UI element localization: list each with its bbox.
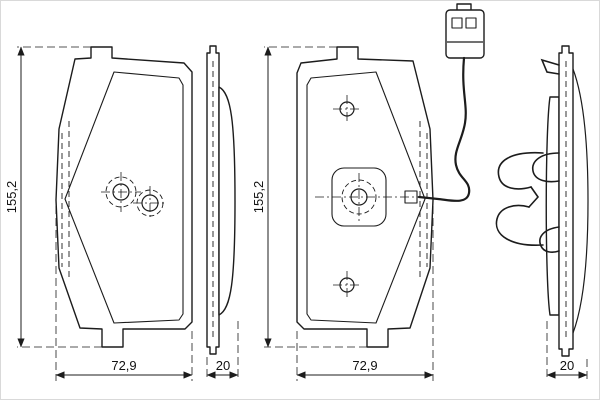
dim-pad1-width-label: 72,9 [111, 358, 136, 373]
pad2-outer-contour [296, 46, 434, 348]
dim-shim1-label: 20 [216, 358, 230, 373]
dim-shim1-thickness: 20 [206, 321, 239, 381]
sensor-connector-body [445, 9, 485, 59]
sensor-connector-pin-2 [465, 17, 477, 29]
dim-pad1-height-label: 155,2 [4, 181, 19, 214]
dim-pad2-width: 72,9 [296, 206, 434, 381]
pad1-front-view [55, 46, 193, 348]
pad1-outer-contour [55, 46, 193, 348]
dim-pad1-height: 155,2 [4, 46, 102, 348]
pad2-friction-strip [545, 96, 560, 316]
dim-pad2-width-label: 72,9 [352, 358, 377, 373]
dim-pad2-height-label: 155,2 [251, 181, 266, 214]
pad1-side-view [206, 45, 236, 355]
spring-clip-middle-bend [528, 186, 540, 208]
pad1-backplate-profile [206, 45, 220, 355]
pad2-spring-profile [572, 68, 589, 334]
spring-clip-upper-arm [497, 151, 544, 190]
dim-shim2-label: 20 [560, 358, 574, 373]
pad2-side-hook-middle [532, 152, 560, 183]
pad2-sensor-terminal [404, 190, 418, 204]
dim-shim2-thickness: 20 [546, 321, 588, 381]
pad1-friction-profile [218, 86, 236, 316]
sensor-wire [417, 56, 471, 202]
spring-clip-lower-arm [495, 204, 544, 246]
retaining-spring-clip [495, 151, 544, 246]
wear-sensor [417, 3, 485, 202]
pad2-side-hook-lower [539, 226, 560, 253]
pad2-side-hook-top [540, 58, 560, 75]
dim-pad1-width: 72,9 [55, 206, 193, 381]
pad2-front-view [296, 46, 434, 348]
pad2-friction-contour [306, 71, 426, 324]
dim-pad2-height: 155,2 [251, 46, 367, 348]
sensor-connector-pin-1 [451, 17, 463, 29]
pad2-side-view [532, 45, 589, 357]
pad1-friction-contour [64, 71, 184, 324]
